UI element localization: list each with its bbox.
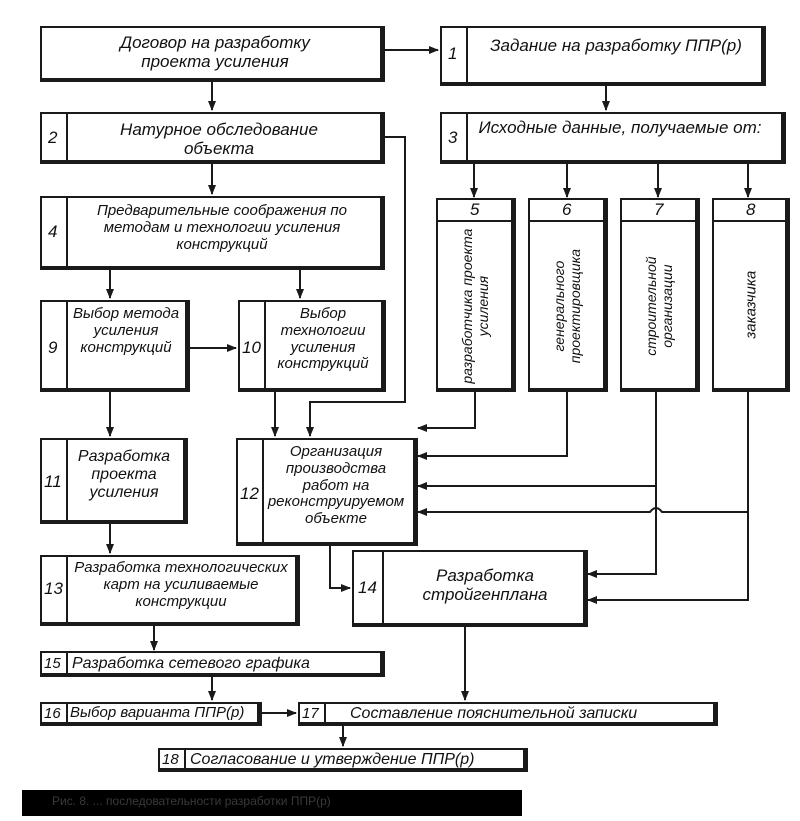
box-12-organization: 12 Организация производства работ на рек… (236, 438, 418, 546)
box-10-number: 10 (242, 338, 261, 357)
box-18-approval: 18 Согласование и утверждение ППР(р) (158, 748, 528, 772)
box-13-label: Разработка технологических карт на усили… (74, 559, 288, 610)
box-17-divider (324, 704, 326, 723)
box-2-label: Натурное обследование объекта (120, 120, 318, 159)
arrow-6-to-12 (417, 392, 568, 460)
box-8-label: заказчика (742, 270, 760, 339)
box-contract: Договор на разработку проекта усиления (40, 26, 385, 82)
box-11-divider (66, 440, 68, 521)
box-3-label: Исходные данные, получаемые от: (478, 118, 762, 137)
box-6-label: генерального проектировщика (550, 248, 583, 364)
box-14-site-plan: 14 Разработка стройгенплана (352, 550, 588, 627)
arrow-7-to-12 (417, 392, 657, 490)
box-12-divider (262, 440, 264, 543)
box-3-divider (466, 114, 468, 161)
caption-bar: Рис. 8. ... последовательности разработк… (22, 790, 522, 816)
box-14-divider (382, 552, 384, 624)
box-7-divider (622, 220, 697, 222)
box-3-source-data: 3 Исходные данные, получаемые от: (440, 112, 786, 164)
box-11-project: 11 Разработка проекта усиления (40, 438, 188, 524)
box-15-label: Разработка сетевого графика (72, 655, 310, 672)
box-5-divider (438, 220, 513, 222)
box-5-developer: 5 разработчика проекта усиления (436, 198, 516, 392)
box-16-divider (66, 704, 68, 723)
box-16-label: Выбор варианта ППР(р) (70, 704, 245, 721)
box-4-divider (66, 198, 68, 267)
box-9-label: Выбор метода усиления конструкций (72, 305, 180, 356)
box-contract-label: Договор на разработку проекта усиления (120, 33, 310, 72)
box-14-label: Разработка стройгенплана (422, 566, 548, 605)
box-15-number: 15 (44, 655, 61, 672)
box-12-number: 12 (240, 484, 259, 503)
box-4-preliminary: 4 Предварительные соображения по методам… (40, 196, 385, 270)
box-15-network-schedule: 15 Разработка сетевого графика (40, 651, 385, 677)
arrow-12-to-14 (329, 546, 351, 592)
arrow-8-to-12 (417, 392, 749, 516)
box-18-label: Согласование и утверждение ППР(р) (190, 751, 475, 768)
box-12-label: Организация производства работ на реконс… (267, 443, 405, 528)
figure-caption: Рис. 8. ... последовательности разработк… (52, 794, 331, 808)
box-10-label: Выбор технологии усиления конструкций (277, 305, 369, 373)
box-8-number: 8 (746, 200, 756, 219)
box-4-label: Предварительные соображения по методам и… (96, 202, 348, 253)
box-7-construction-org: 7 строительной организации (620, 198, 700, 392)
arrow-7-to-14 (587, 486, 657, 578)
box-7-number: 7 (654, 200, 664, 219)
box-16-variant: 16 Выбор варианта ППР(р) (40, 702, 262, 726)
box-5-label: разработчика проекта усиления (458, 228, 491, 384)
box-18-divider (184, 750, 186, 769)
box-17-number: 17 (302, 705, 319, 722)
box-6-general-designer: 6 генерального проектировщика (528, 198, 608, 392)
box-5-number: 5 (470, 200, 480, 219)
box-9-divider (66, 302, 68, 389)
box-1-number: 1 (448, 44, 458, 63)
box-13-tech-cards: 13 Разработка технологических карт на ус… (40, 555, 300, 626)
arrow-8-to-14 (587, 512, 749, 604)
box-16-number: 16 (44, 705, 61, 722)
box-3-number: 3 (448, 128, 458, 147)
box-1-label: Задание на разработку ППР(р) (490, 36, 742, 55)
arrow-2-to-12 (306, 136, 406, 437)
box-8-customer: 8 заказчика (712, 198, 790, 392)
box-13-number: 13 (44, 579, 63, 598)
box-8-divider (714, 220, 787, 222)
box-11-number: 11 (44, 472, 62, 491)
box-17-explanatory-note: 17 Составление пояснительной записки (298, 702, 718, 726)
box-13-divider (66, 557, 68, 623)
box-17-label: Составление пояснительной записки (350, 705, 638, 722)
box-1-divider (466, 28, 468, 83)
box-18-number: 18 (162, 751, 179, 768)
box-9-number: 9 (48, 338, 58, 357)
box-1-task: 1 Задание на разработку ППР(р) (440, 26, 766, 86)
box-10-technology: 10 Выбор технологии усиления конструкций (238, 300, 386, 392)
box-2-number: 2 (48, 128, 58, 147)
box-2-divider (66, 114, 68, 161)
box-11-label: Разработка проекта усиления (77, 448, 171, 501)
box-6-divider (530, 220, 605, 222)
box-10-divider (264, 302, 266, 389)
arrow-5-to-12 (417, 392, 476, 432)
box-14-number: 14 (358, 578, 377, 597)
box-7-label: строительной организации (642, 256, 675, 356)
box-4-number: 4 (48, 222, 58, 241)
box-9-method: 9 Выбор метода усиления конструкций (40, 300, 190, 392)
box-15-divider (66, 653, 68, 674)
box-6-number: 6 (562, 200, 572, 219)
box-2-survey: 2 Натурное обследование объекта (40, 112, 385, 164)
